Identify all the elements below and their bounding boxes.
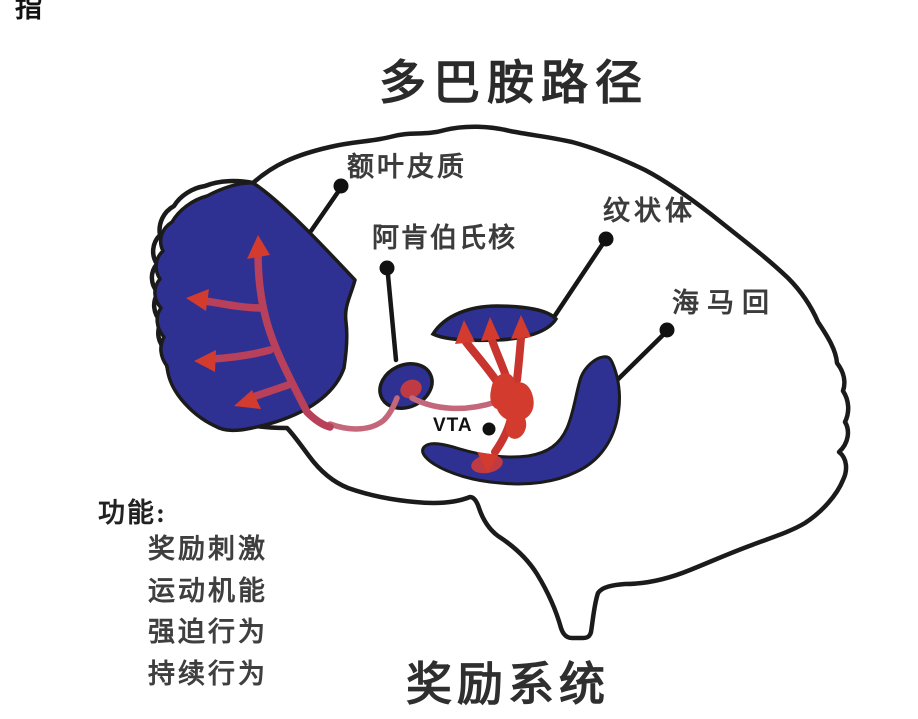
pointer-dot-frontal-cortex	[333, 178, 349, 194]
function-item: 强迫行为	[148, 617, 268, 647]
vta-red-mass	[490, 373, 534, 422]
connector-accumbens-to-vta	[409, 395, 499, 412]
arrowhead-left-1	[186, 289, 209, 311]
function-item: 持续行为	[148, 658, 268, 689]
nucleus-accumbens-red-blotch	[400, 379, 422, 399]
pointer-line-striatum	[549, 242, 605, 323]
branch-mid-left	[208, 346, 274, 363]
arrowhead-striatum-1	[455, 320, 475, 344]
vta-dot	[482, 422, 496, 436]
branch-main-stem	[254, 248, 334, 431]
pointer-dot-striatum	[598, 231, 614, 247]
pointer-line-frontal-cortex	[308, 189, 341, 234]
arrowhead-left-3	[234, 390, 261, 409]
pointer-line-nucleus-accumbens	[385, 272, 399, 363]
pathway-connectors	[327, 395, 499, 432]
label-vta: VTA	[433, 415, 473, 436]
connector-cortex-to-accumbens	[327, 395, 400, 432]
branch-upper-left	[201, 297, 266, 312]
arrowhead-up	[247, 235, 270, 259]
pointer-dot-nucleus-accumbens	[379, 260, 395, 276]
vta-arrowheads	[455, 315, 531, 473]
functions-heading: 功能:	[98, 498, 167, 528]
arrowhead-hippocampus	[477, 452, 498, 473]
functions-list: 奖励刺激 运动机能 强迫行为 持续行为	[148, 529, 268, 695]
diagram-title: 多巴胺路径	[379, 58, 649, 110]
corner-character: 指	[15, 0, 42, 23]
arrowhead-striatum-3	[511, 315, 531, 339]
pointer-dots	[333, 178, 675, 338]
label-hippocampus: 海马回	[672, 288, 777, 318]
label-striatum: 纹状体	[603, 196, 696, 226]
function-item: 运动机能	[148, 575, 268, 606]
diagram-subtitle: 奖励系统	[406, 659, 610, 710]
arrowhead-left-2	[194, 350, 216, 372]
vta-pathways	[455, 315, 534, 473]
cortex-arrowheads	[186, 235, 270, 409]
pointer-dot-hippocampus	[659, 322, 675, 338]
label-nucleus-accumbens: 阿肯伯氏核	[372, 223, 517, 253]
label-frontal-cortex: 额叶皮质	[347, 152, 467, 182]
vta-red-mass-lower	[505, 413, 527, 439]
arrowhead-striatum-2	[481, 317, 500, 341]
stem-to-striatum-3	[513, 334, 525, 384]
hippocampus-shape	[421, 355, 621, 486]
function-item: 奖励刺激	[148, 534, 268, 564]
